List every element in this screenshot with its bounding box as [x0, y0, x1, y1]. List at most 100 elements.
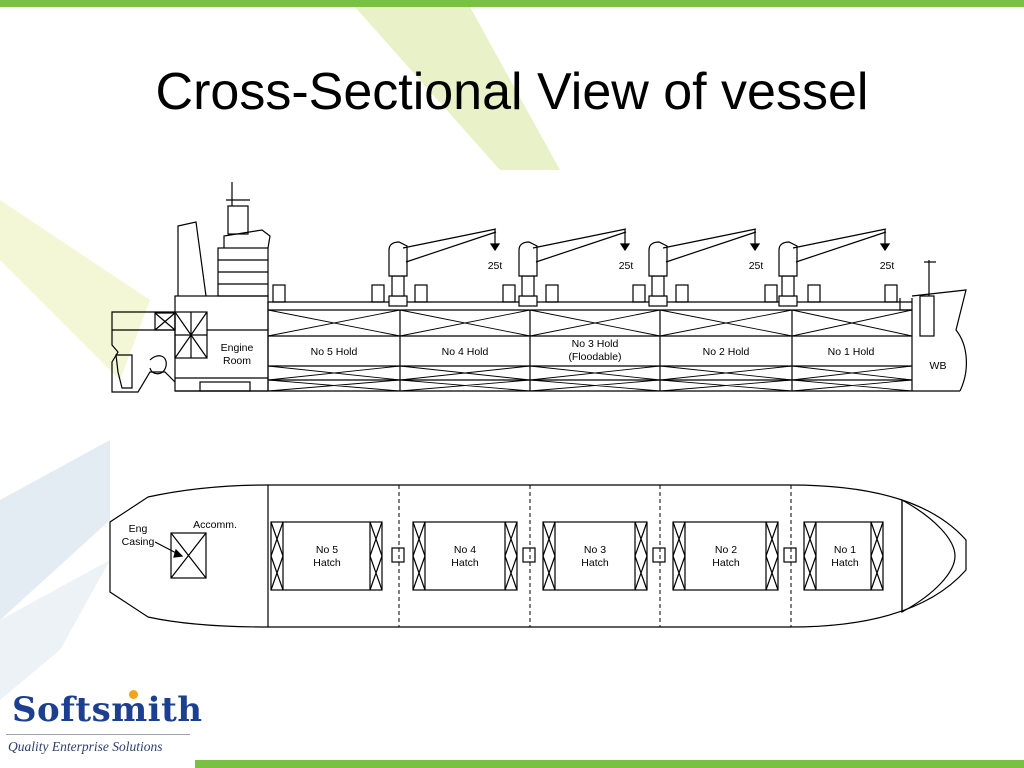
crane-3-base	[648, 295, 668, 307]
crane-1-base	[388, 295, 408, 307]
bow-outline	[899, 289, 967, 392]
engine-room-label-2: Room	[223, 355, 251, 367]
crane-4-base	[778, 295, 798, 307]
crane-2-jib-bottom	[535, 231, 627, 263]
hatch-1-cover	[270, 521, 383, 591]
engine-room-label-1: Engine	[221, 342, 254, 354]
logo-dot-icon	[129, 690, 138, 699]
bottom-accent-bar	[195, 760, 1024, 768]
hatch-3-cover	[542, 521, 648, 591]
hatch-4-label-2: Hatch	[451, 557, 479, 569]
wb-label: WB	[930, 360, 947, 372]
hold-2-label: No 2 Hold	[703, 346, 750, 358]
hatch-4	[672, 521, 779, 591]
crane-2-jib-top	[532, 228, 627, 249]
forecastle	[901, 498, 956, 614]
hatch-3-zig-b	[634, 521, 648, 591]
bg-shape-green	[355, 7, 560, 170]
stern-box-cross-b	[154, 312, 176, 331]
hatch-4-zig-b	[765, 521, 779, 591]
pedestal-square-1	[391, 547, 405, 563]
slide-title: Cross-Sectional View of vessel	[155, 63, 869, 121]
eng-casing-box	[170, 532, 207, 579]
crane-2	[518, 228, 631, 307]
hatch-1	[270, 521, 383, 591]
hatch-1-zig-b	[369, 521, 383, 591]
hatch-2	[412, 521, 518, 591]
crane-3-jib-top	[662, 228, 757, 249]
funnel	[177, 221, 207, 297]
bg-shape-blue-light	[0, 560, 110, 700]
hold-4-label: No 4 Hold	[442, 346, 489, 358]
crane-2-capacity: 25t	[619, 260, 634, 272]
hatch-3-zig-a	[542, 521, 556, 591]
stern-outline	[111, 311, 176, 393]
hold-3-label-2: (Floodable)	[568, 351, 621, 363]
crane-1	[388, 228, 501, 307]
crane-1-hook-icon	[489, 243, 501, 252]
hatch-4-label-1: No 4	[454, 544, 476, 556]
crane-4-jib-top	[792, 228, 887, 249]
hatches	[270, 521, 884, 591]
hatch-4-zig-a	[672, 521, 686, 591]
deck-stanchions	[272, 284, 898, 303]
side-view-labels: Engine Room No 5 Hold No 4 Hold No 3 Hol…	[221, 260, 947, 372]
crane-4-cab	[778, 241, 798, 277]
crane-4	[778, 228, 891, 307]
hold-bracing	[267, 309, 913, 392]
hatch-2-zig-a	[412, 521, 426, 591]
crane-2-base	[518, 295, 538, 307]
crane-3-pedestal	[651, 275, 665, 297]
hatch-3	[542, 521, 648, 591]
crane-3	[648, 228, 761, 307]
cranes	[388, 228, 891, 307]
hatch-2-label-1: No 2	[715, 544, 737, 556]
hatch-5-label-1: No 5	[316, 544, 338, 556]
pedestal-square-3	[652, 547, 666, 563]
hold-1-label: No 1 Hold	[828, 346, 875, 358]
hatch-1-label-2: Hatch	[831, 557, 859, 569]
crane-1-cab	[388, 241, 408, 277]
crane-1-jib-bottom	[405, 231, 497, 263]
hatch-5-label-2: Hatch	[313, 557, 341, 569]
hatch-5-zig-a	[803, 521, 817, 591]
engine-bed	[199, 381, 251, 392]
hatch-5-zig-b	[870, 521, 884, 591]
eng-casing-label-1: Eng	[129, 523, 148, 535]
crane-4-hook-icon	[879, 243, 891, 252]
crane-2-pedestal	[521, 275, 535, 297]
top-accent-bar	[0, 0, 1024, 7]
side-view	[111, 182, 967, 393]
crane-1-pedestal	[391, 275, 405, 297]
hold-5-label: No 5 Hold	[311, 346, 358, 358]
bg-shape-blue	[0, 440, 110, 620]
hatch-3-label-1: No 3	[584, 544, 606, 556]
hatch-2-zig-b	[504, 521, 518, 591]
forepeak-trunk	[919, 295, 935, 337]
plan-hull-outline	[109, 484, 967, 628]
plan-bulkheads	[398, 485, 792, 627]
wheelhouse	[223, 229, 271, 249]
eng-casing-label-2: Casing	[122, 536, 155, 548]
hatch-1-zig-a	[270, 521, 284, 591]
hatch-4-cover	[672, 521, 779, 591]
hatch-2-label-2: Hatch	[712, 557, 740, 569]
hatch-2-cover	[412, 521, 518, 591]
plan-view-labels: Eng Casing Accomm. No 5 Hatch No 4 Hatch…	[122, 519, 859, 569]
eng-casing-arrow	[173, 548, 184, 558]
hold-3-label-1: No 3 Hold	[572, 338, 619, 350]
crane-2-cab	[518, 241, 538, 277]
hatch-5	[803, 521, 884, 591]
plan-view	[109, 484, 967, 628]
crane-3-jib-bottom	[665, 231, 757, 263]
logo-divider	[6, 734, 190, 735]
crane-1-jib-top	[402, 228, 497, 249]
crane-4-jib-bottom	[795, 231, 887, 263]
crane-4-pedestal	[781, 275, 795, 297]
logo-tagline: Quality Enterprise Solutions	[8, 739, 163, 754]
crane-1-capacity: 25t	[488, 260, 503, 272]
eng-casing-cross-b	[170, 532, 207, 579]
pedestal-square-4	[783, 547, 797, 563]
